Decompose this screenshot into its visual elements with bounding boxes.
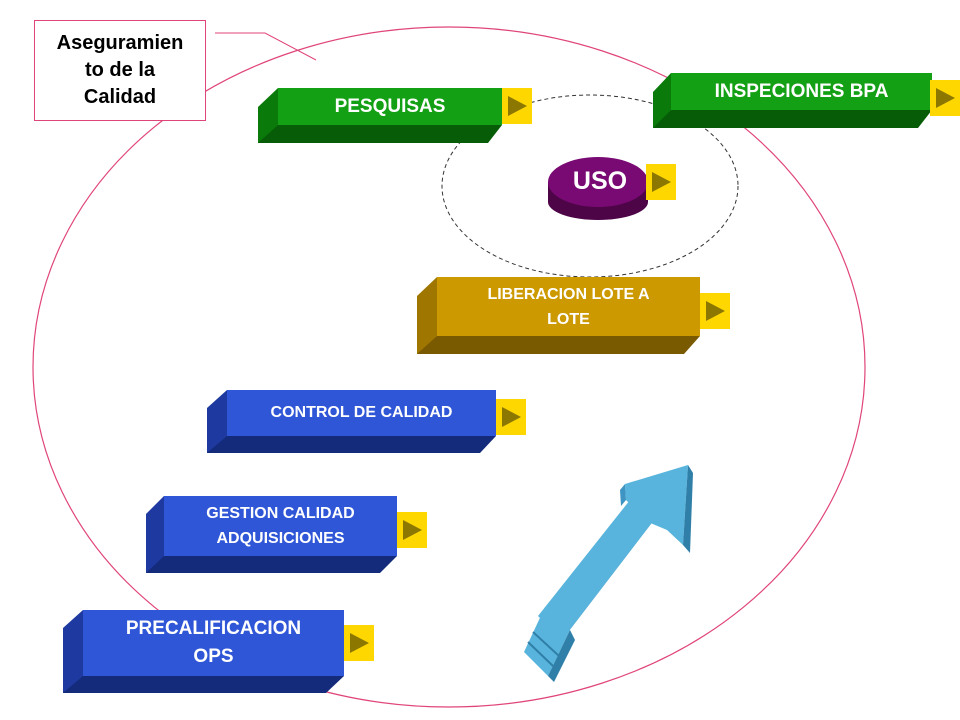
step-liberacion-shape <box>417 277 700 354</box>
step-pesquisas-label: PESQUISAS <box>334 95 446 117</box>
play-icon <box>508 96 527 116</box>
pesquisas-play-button[interactable] <box>502 88 532 124</box>
inspeciones-play-button[interactable] <box>930 80 960 116</box>
uso-label: USO <box>572 166 628 195</box>
step-inspeciones-shape <box>653 73 932 128</box>
step-gestion-label: GESTION CALIDAD ADQUISICIONES <box>206 505 355 547</box>
step-gestion-shape <box>146 496 397 573</box>
liberacion-play-button[interactable] <box>700 293 730 329</box>
play-icon <box>936 88 955 108</box>
scope-ellipse <box>32 26 866 708</box>
gestion-play-button[interactable] <box>397 512 427 548</box>
step-control-label: CONTROL DE CALIDAD <box>270 404 453 421</box>
precalificacion-play-button[interactable] <box>344 625 374 661</box>
uso-disc-shape <box>548 157 648 220</box>
play-icon <box>652 172 671 192</box>
up-arrow-icon <box>524 465 693 682</box>
play-icon <box>403 520 422 540</box>
step-control-shape <box>207 390 496 453</box>
control-play-button[interactable] <box>496 399 526 435</box>
title-box: Aseguramien to de la Calidad <box>34 20 206 121</box>
step-inspeciones-label: INSPECIONES BPA <box>714 80 889 102</box>
step-pesquisas-shape <box>258 88 502 143</box>
title-connector <box>215 32 317 61</box>
uso-play-button[interactable] <box>646 164 676 200</box>
step-precalificacion-shape <box>63 610 344 693</box>
step-precalificacion-label: PRECALIFICACION OPS <box>125 618 302 667</box>
play-icon <box>502 407 521 427</box>
play-icon <box>706 301 725 321</box>
step-liberacion-label: LIBERACION LOTE A LOTE <box>487 285 650 328</box>
play-icon <box>350 633 369 653</box>
